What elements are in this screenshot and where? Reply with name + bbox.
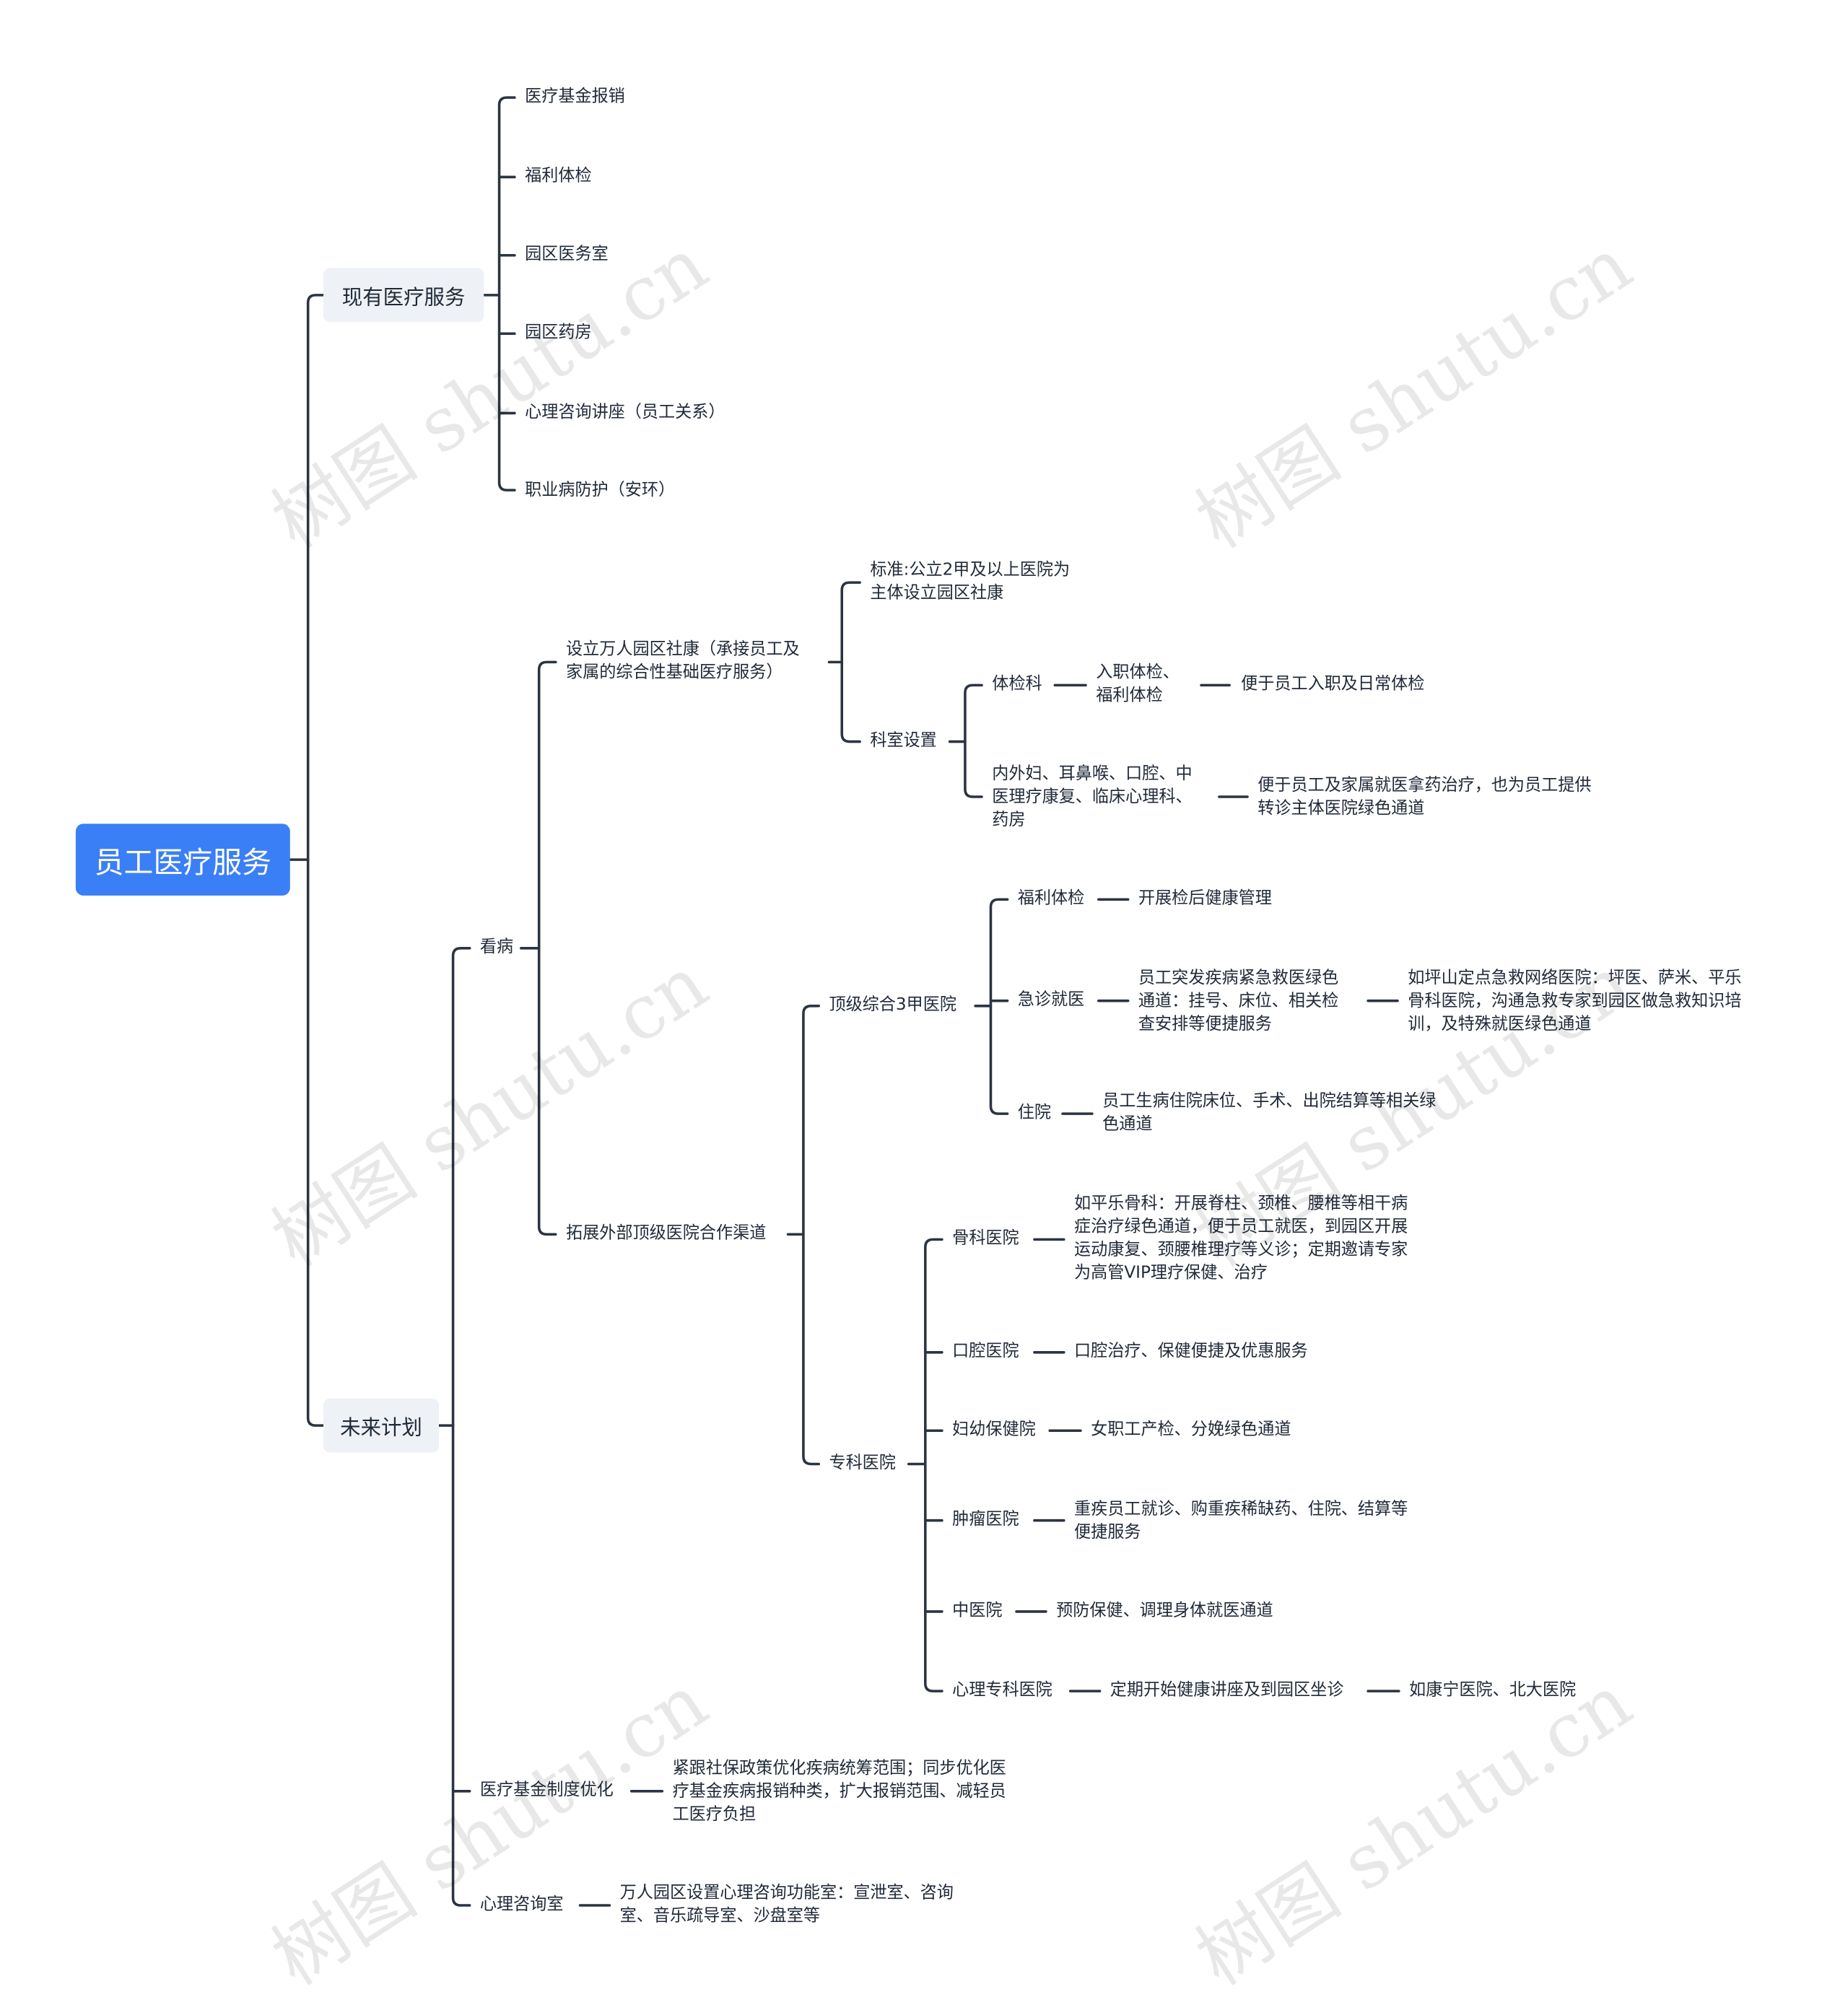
text-line: 福利体检 xyxy=(1096,686,1163,706)
node-specialty[interactable]: 专科医院 xyxy=(829,1454,896,1473)
root-topic[interactable]: 员工医疗服务 xyxy=(75,823,290,896)
current-item-occupational[interactable]: 职业病防护（安环） xyxy=(525,481,676,501)
branch-future-plans[interactable]: 未来计划 xyxy=(323,1398,440,1453)
text-line: 通道：挂号、床位、相关检 xyxy=(1138,992,1339,1011)
text-line: 为高管VIP理疗保健、治疗 xyxy=(1074,1264,1268,1283)
node-top-hospital[interactable]: 顶级综合3甲医院 xyxy=(829,995,956,1015)
current-item-psych-lecture[interactable]: 心理咨询讲座（员工关系） xyxy=(525,403,725,422)
node-inpatient-note[interactable]: 员工生病住院床位、手术、出院结算等相关绿 色通道 xyxy=(1102,1091,1436,1137)
node-fund-note[interactable]: 紧跟社保政策优化疾病统筹范围；同步优化医 疗基金疾病报销种类，扩大报销范围、减轻… xyxy=(673,1758,1006,1827)
node-top-checkup[interactable]: 福利体检 xyxy=(1017,889,1085,909)
text-line: 员工突发疾病紧急救医绿色 xyxy=(1138,969,1339,988)
text-line: 标准:公立2甲及以上医院为 xyxy=(870,560,1071,580)
branch-current-services[interactable]: 现有医疗服务 xyxy=(323,268,484,323)
text-line: 如坪山定点急救网络医院：坪医、萨米、平乐 xyxy=(1408,969,1742,988)
node-clinic-note[interactable]: 便于员工及家属就医拿药治疗，也为员工提供 转诊主体医院绿色通道 xyxy=(1258,775,1591,821)
connector-see-doctor-bracket xyxy=(537,660,557,1236)
node-psych-hospital[interactable]: 心理专科医院 xyxy=(952,1680,1052,1700)
text-line: 医理疗康复、临床心理科、 xyxy=(992,787,1193,808)
current-item-checkup[interactable]: 福利体检 xyxy=(525,167,592,186)
text-line: 员工生病住院床位、手术、出院结算等相关绿 xyxy=(1102,1091,1437,1111)
connector-top-bracket xyxy=(989,898,1009,1115)
node-clinic-depts[interactable]: 内外妇、耳鼻喉、口腔、中 医理疗康复、临床心理科、 药房 xyxy=(992,764,1192,833)
connector-community-bracket xyxy=(840,581,861,743)
text-line: 疗基金疾病报销种类，扩大报销范围、减轻员 xyxy=(672,1782,1006,1802)
node-emergency[interactable]: 急诊就医 xyxy=(1017,990,1085,1010)
node-psych-example[interactable]: 如康宁医院、北大医院 xyxy=(1409,1680,1577,1700)
text-line: 运动康复、颈腰椎理疗等义诊；定期邀请专家 xyxy=(1074,1241,1408,1260)
node-emergency-detail[interactable]: 员工突发疾病紧急救医绿色 通道：挂号、床位、相关检 查安排等便捷服务 xyxy=(1138,967,1338,1036)
node-ortho[interactable]: 骨科医院 xyxy=(952,1229,1019,1249)
text-line: 入职体检、 xyxy=(1096,663,1180,683)
node-departments[interactable]: 科室设置 xyxy=(870,731,937,751)
node-tumor[interactable]: 肿瘤医院 xyxy=(952,1510,1019,1530)
node-maternal-note[interactable]: 女职工产检、分娩绿色通道 xyxy=(1091,1420,1291,1440)
node-dental[interactable]: 口腔医院 xyxy=(952,1342,1019,1362)
node-community-health[interactable]: 设立万人园区社康（承接员工及 家属的综合性基础医疗服务） xyxy=(566,639,800,685)
text-line: 查安排等便捷服务 xyxy=(1138,1015,1272,1034)
text-line: 症治疗绿色通道，便于员工就医，到园区开展 xyxy=(1074,1218,1408,1237)
connector-specialty-bracket xyxy=(924,1238,943,1692)
text-line: 药房 xyxy=(992,810,1026,831)
node-emergency-example[interactable]: 如坪山定点急救网络医院：坪医、萨米、平乐 骨科医院，沟通急救专家到园区做急救知识… xyxy=(1408,967,1741,1036)
text-line: 工医疗负担 xyxy=(672,1805,757,1825)
node-inpatient[interactable]: 住院 xyxy=(1017,1103,1052,1123)
text-line: 转诊主体医院绿色通道 xyxy=(1258,799,1425,819)
text-line: 骨科医院，沟通急救专家到园区做急救知识培 xyxy=(1408,992,1742,1011)
text-line: 家属的综合性基础医疗服务） xyxy=(566,663,783,683)
text-line: 室、音乐疏导室、沙盘室等 xyxy=(619,1906,821,1926)
connector-future-bracket xyxy=(451,947,471,1907)
node-psych-note[interactable]: 定期开始健康讲座及到园区坐诊 xyxy=(1110,1680,1344,1700)
text-line: 万人园区设置心理咨询功能室：宣泄室、咨询 xyxy=(619,1883,954,1903)
connector-root-bracket xyxy=(306,294,325,1427)
node-fund-optimization[interactable]: 医疗基金制度优化 xyxy=(479,1780,614,1801)
node-counsel-room[interactable]: 心理咨询室 xyxy=(479,1895,564,1915)
text-line: 如平乐骨科：开展脊柱、颈椎、腰椎等相干病 xyxy=(1074,1194,1408,1214)
node-dental-note[interactable]: 口腔治疗、保健便捷及优惠服务 xyxy=(1074,1342,1308,1362)
node-tcm-note[interactable]: 预防保健、调理身体就医通道 xyxy=(1056,1601,1273,1621)
text-line: 训，及特殊就医绿色通道 xyxy=(1408,1015,1592,1034)
connector-external-bracket xyxy=(802,1005,821,1466)
text-line: 便于员工及家属就医拿药治疗，也为员工提供 xyxy=(1258,776,1592,796)
node-external-channels[interactable]: 拓展外部顶级医院合作渠道 xyxy=(566,1224,767,1244)
connector-departments-bracket xyxy=(964,683,983,798)
text-line: 重疾员工就诊、购重疾稀缺药、住院、结算等 xyxy=(1074,1500,1408,1519)
node-exam-dept[interactable]: 体检科 xyxy=(992,675,1042,694)
text-line: 便捷服务 xyxy=(1074,1523,1141,1542)
current-item-pharmacy[interactable]: 园区药房 xyxy=(525,323,592,343)
text-line: 紧跟社保政策优化疾病统筹范围；同步优化医 xyxy=(672,1759,1006,1779)
node-tumor-note[interactable]: 重疾员工就诊、购重疾稀缺药、住院、结算等 便捷服务 xyxy=(1074,1498,1408,1544)
node-top-checkup-note[interactable]: 开展检后健康管理 xyxy=(1138,889,1272,909)
node-see-doctor[interactable]: 看病 xyxy=(479,938,514,958)
node-tcm[interactable]: 中医院 xyxy=(952,1601,1003,1621)
text-line: 色通道 xyxy=(1102,1114,1153,1135)
text-line: 内外妇、耳鼻喉、口腔、中 xyxy=(992,764,1193,785)
node-exam-note[interactable]: 便于员工入职及日常体检 xyxy=(1241,675,1425,694)
node-exam-detail[interactable]: 入职体检、 福利体检 xyxy=(1096,662,1180,708)
node-maternal[interactable]: 妇幼保健院 xyxy=(952,1420,1036,1440)
node-counsel-note[interactable]: 万人园区设置心理咨询功能室：宣泄室、咨询 室、音乐疏导室、沙盘室等 xyxy=(620,1882,954,1928)
node-ortho-note[interactable]: 如平乐骨科：开展脊柱、颈椎、腰椎等相干病 症治疗绿色通道，便于员工就医，到园区开… xyxy=(1074,1193,1408,1285)
current-item-clinic[interactable]: 园区医务室 xyxy=(525,245,609,265)
node-community-standard[interactable]: 标准:公立2甲及以上医院为 主体设立园区社康 xyxy=(870,559,1070,606)
text-line: 主体设立园区社康 xyxy=(870,583,1004,603)
connector-current-bracket xyxy=(497,96,516,491)
current-item-fund-reimbursement[interactable]: 医疗基金报销 xyxy=(525,87,625,107)
text-line: 设立万人园区社康（承接员工及 xyxy=(566,640,800,660)
